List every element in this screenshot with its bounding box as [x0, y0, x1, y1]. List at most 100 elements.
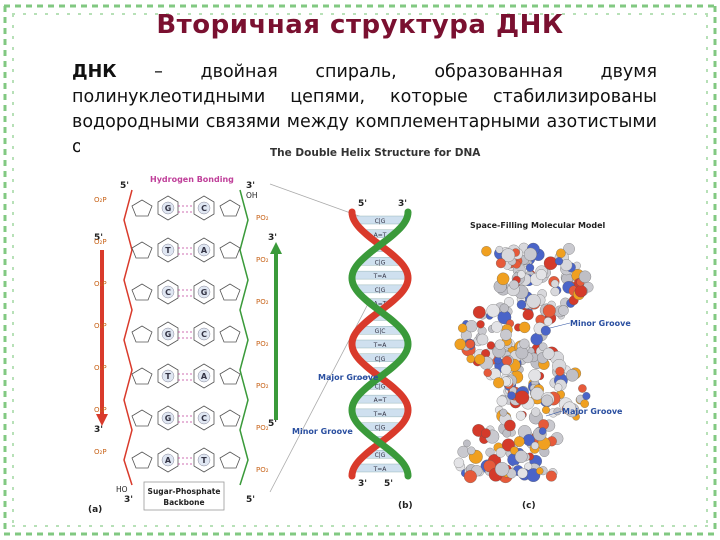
c-major-groove-label: Major Groove — [562, 407, 623, 416]
base-left-marker — [161, 327, 175, 341]
base-right-marker — [197, 285, 211, 299]
base-left-letter: G — [165, 414, 172, 423]
minor-groove-pointer — [549, 322, 571, 329]
atom-sphere — [518, 321, 531, 334]
atom-sphere — [523, 247, 537, 261]
phosphate-left-label: O₂P — [94, 448, 107, 456]
atom-sphere — [543, 317, 553, 326]
atom-sphere — [513, 436, 525, 447]
base-ring-left — [157, 363, 179, 389]
sugar-ring-right — [219, 451, 241, 469]
rung-label: T=A — [373, 342, 388, 349]
atom-sphere — [465, 320, 478, 333]
base-ring-left — [157, 279, 179, 305]
atom-sphere — [562, 401, 577, 415]
sugar-ring-left — [131, 367, 153, 385]
rung-label: A=T — [374, 301, 387, 308]
phosphate-right-label: PO₂ — [256, 382, 269, 390]
helix-strand-green — [348, 208, 412, 480]
atom-sphere — [578, 270, 592, 283]
base-ring-left — [157, 237, 179, 263]
atom-sphere — [545, 470, 557, 482]
rung-label: G|C — [375, 328, 386, 335]
base-right-marker — [197, 327, 211, 341]
helix-strand-red — [348, 208, 412, 480]
base-right-letter: A — [201, 372, 208, 381]
b-bottom-5prime: 5' — [384, 479, 393, 489]
dna-figure-svg: The Double Helix Structure for DNA Hydro… — [88, 147, 631, 515]
atom-sphere — [458, 323, 468, 333]
atom-sphere — [515, 346, 529, 360]
sugar-ring-left — [131, 283, 153, 301]
base-ring-right — [193, 321, 215, 347]
rung-label: C|G — [375, 356, 386, 363]
base-ring-left — [157, 321, 179, 347]
atom-sphere — [536, 467, 544, 475]
hydrogen-bonding-label: Hydrogen Bonding — [150, 175, 234, 184]
rung-label: C|G — [375, 287, 386, 294]
atom-sphere — [560, 259, 573, 272]
sugar-ring-left — [131, 241, 153, 259]
atom-sphere — [453, 457, 465, 468]
atom-sphere — [531, 407, 541, 417]
rung-label: C|G — [375, 259, 386, 266]
atom-sphere — [495, 447, 506, 458]
base-right-letter: T — [201, 456, 207, 465]
base-left-letter: T — [165, 372, 171, 381]
sugar-ring-left — [131, 451, 153, 469]
atom-sphere — [542, 304, 556, 318]
atom-sphere — [550, 279, 559, 288]
panel-c-space-filling: Space-Filling Molecular Model Minor Groo… — [453, 221, 631, 511]
atom-sphere — [550, 287, 560, 297]
b-bottom-3prime: 3' — [358, 479, 367, 489]
atom-sphere — [535, 269, 547, 281]
atom-sphere — [538, 427, 547, 435]
base-ring-right — [193, 405, 215, 431]
atom-sphere — [517, 270, 526, 279]
atom-sphere — [542, 347, 555, 360]
atom-sphere — [465, 339, 475, 349]
phosphate-left-label: O₂P — [94, 364, 107, 372]
atom-sphere — [554, 383, 563, 392]
b-major-groove-label: Major Groove — [318, 373, 379, 382]
atom-sphere — [467, 446, 476, 455]
sugar-ring-left — [131, 325, 153, 343]
atom-sphere — [542, 406, 550, 414]
lead-term: ДНК — [72, 62, 117, 82]
atom-sphere — [493, 377, 505, 389]
phosphate-right-label: PO₂ — [256, 424, 269, 432]
sugar-ring-right — [219, 409, 241, 427]
atom-sphere — [501, 248, 516, 263]
b-top-3prime: 3' — [398, 199, 407, 209]
atom-sphere — [582, 392, 591, 400]
a-oh-label: OH — [246, 191, 258, 200]
atom-sphere — [540, 325, 551, 336]
base-right-marker — [197, 453, 211, 467]
base-ring-right — [193, 279, 215, 305]
rung-label: C|G — [375, 218, 386, 225]
atom-sphere — [496, 272, 510, 286]
atom-sphere — [555, 366, 565, 376]
atom-sphere — [578, 384, 587, 393]
base-ring-left — [157, 195, 179, 221]
atom-sphere — [563, 243, 575, 255]
panel-c-letter: (c) — [522, 501, 536, 511]
a-top-right-3prime: 3' — [246, 181, 255, 191]
panel-a-letter: (a) — [88, 505, 102, 515]
atom-sphere — [494, 462, 510, 477]
atom-sphere — [496, 395, 508, 407]
atom-sphere — [538, 342, 548, 352]
major-groove-pointer — [545, 410, 563, 417]
a-bottom-5prime: 5' — [246, 495, 255, 505]
atom-sphere — [476, 320, 485, 329]
atom-sphere — [466, 354, 476, 364]
a-top-left-5prime: 5' — [120, 181, 129, 191]
phosphate-left-label: O₂P — [94, 196, 107, 204]
base-ring-right — [193, 363, 215, 389]
atom-sphere — [517, 467, 528, 479]
rung-label: T=A — [373, 466, 388, 473]
base-left-letter: G — [165, 204, 172, 213]
atom-sphere — [486, 341, 495, 350]
atom-sphere — [526, 294, 541, 309]
